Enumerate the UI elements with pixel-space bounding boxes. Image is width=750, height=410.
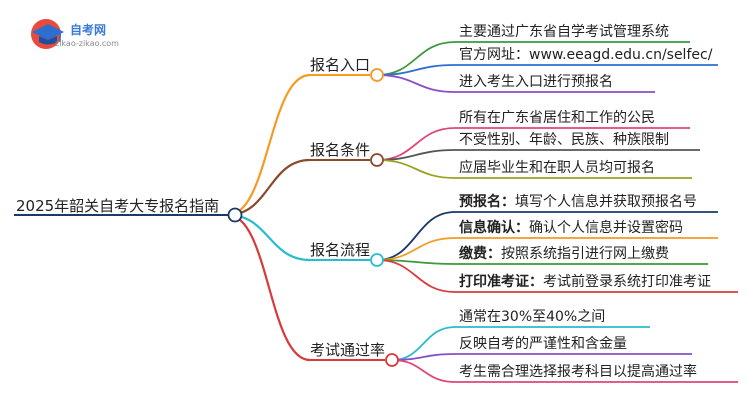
leaf-keyword: 缴费：: [459, 246, 501, 262]
leaf-topic: 不受性别、年龄、民族、种族限制: [459, 131, 669, 149]
leaf-text: 应届毕业生和在职人员均可报名: [459, 160, 655, 176]
branch-topic: 报名流程: [310, 241, 371, 259]
leaf-topic: 缴费：按照系统指引进行网上缴费: [459, 245, 669, 263]
leaf-text: 反映自考的严谨性和含金量: [459, 336, 627, 352]
leaf-text: 确认个人信息并设置密码: [529, 220, 683, 236]
leaf-topic: 反映自考的严谨性和含金量: [459, 335, 627, 353]
leaf-text: 按照系统指引进行网上缴费: [501, 246, 669, 262]
leaf-topic: 主要通过广东省自学考试管理系统: [459, 23, 669, 41]
branch-connector: [227, 73, 311, 217]
branch-topic: 报名条件: [310, 141, 371, 159]
leaf-connector: [391, 353, 456, 361]
leaf-text: 不受性别、年龄、民族、种族限制: [459, 132, 669, 148]
leaf-connector: [376, 159, 456, 179]
leaf-connector: [376, 237, 456, 261]
leaf-topic: 通常在30%至40%之间: [459, 308, 605, 326]
leaf-topic: 官方网址：www.eeagd.edu.cn/selfec/: [459, 46, 712, 64]
branch-topic: 报名入口: [310, 56, 371, 74]
branch-connector: [227, 158, 311, 217]
branch-connector: [227, 213, 311, 362]
logo-url-text: zikao-zikao.com: [55, 39, 119, 48]
leaf-connector: [376, 74, 456, 93]
branch-node: [370, 68, 384, 82]
leaf-text: 通常在30%至40%之间: [459, 309, 606, 325]
leaf-text: 填写个人信息并获取预报名号: [515, 194, 697, 210]
branch-node: [370, 153, 384, 167]
graduation-cap-logo-icon: [31, 19, 64, 49]
leaf-topic: 应届毕业生和在职人员均可报名: [459, 159, 655, 177]
leaf-text: 考试前登录系统打印准考证: [543, 274, 711, 290]
leaf-text: 官方网址：www.eeagd.edu.cn/selfec/: [459, 47, 713, 63]
leaf-connector: [391, 359, 456, 383]
leaf-topic: 进入考生入口进行预报名: [459, 73, 613, 91]
leaf-text: 考生需合理选择报考科目以提高通过率: [459, 364, 697, 380]
leaf-topic: 预报名：填写个人信息并获取预报名号: [459, 193, 697, 211]
leaf-connector: [376, 259, 456, 293]
leaf-connector: [376, 211, 456, 261]
leaf-topic: 所有在广东省居住和工作的公民: [459, 109, 655, 127]
leaf-topic: 打印准考证：考试前登录系统打印准考证: [459, 273, 711, 291]
leaf-topic: 考生需合理选择报考科目以提高通过率: [459, 363, 697, 381]
logo-name: 自考网: [70, 23, 107, 37]
leaf-text: 主要通过广东省自学考试管理系统: [459, 24, 669, 40]
leaf-topic: 信息确认：确认个人信息并设置密码: [459, 219, 683, 237]
leaf-keyword: 预报名：: [459, 194, 515, 210]
branch-node: [385, 353, 399, 367]
leaf-text: 进入考生入口进行预报名: [459, 74, 613, 90]
branch-connector: [227, 213, 311, 262]
root-node: [227, 207, 243, 223]
root-topic: 2025年韶关自考大专报名指南: [16, 197, 220, 215]
leaf-keyword: 信息确认：: [459, 220, 529, 236]
site-logo: [26, 14, 166, 52]
branch-node: [370, 253, 384, 267]
branch-topic: 考试通过率: [310, 341, 386, 359]
leaf-keyword: 打印准考证：: [459, 274, 543, 290]
leaf-text: 所有在广东省居住和工作的公民: [459, 110, 655, 126]
